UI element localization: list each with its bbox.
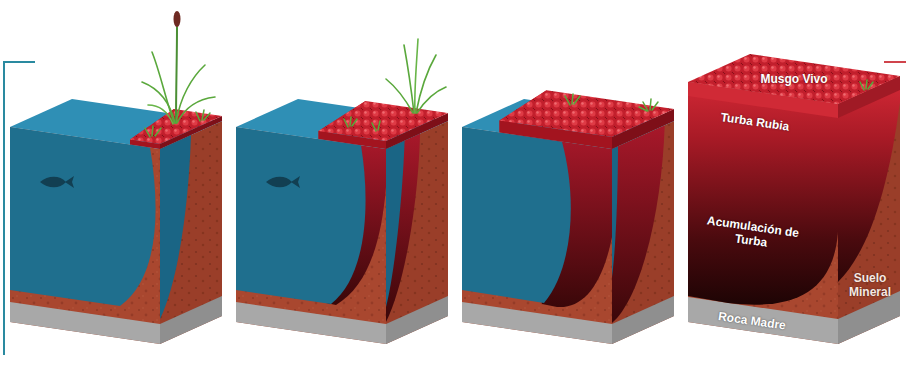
bedrock-side — [160, 296, 222, 344]
fish-symbol — [266, 176, 300, 188]
layer-label: Musgo Vivo — [760, 72, 827, 86]
plant-symbol — [860, 80, 873, 90]
plant-symbol — [565, 94, 658, 111]
water-surface — [236, 99, 448, 149]
water-front — [10, 127, 156, 306]
soil-side — [160, 121, 222, 344]
frame-bracket — [884, 61, 906, 63]
plant-symbol — [344, 39, 446, 131]
soil-side — [612, 121, 674, 344]
soil-front — [236, 127, 386, 344]
stage-block — [688, 54, 900, 344]
peat-front — [688, 82, 838, 305]
stage-block — [462, 90, 674, 344]
moss-top — [500, 90, 675, 137]
peat-side — [838, 76, 900, 282]
bedrock-front — [10, 302, 160, 344]
soil-front — [10, 127, 160, 344]
water-front — [462, 127, 571, 303]
bedrock-side — [386, 296, 448, 344]
layer-label: Acumulación de Turba — [698, 212, 806, 255]
layer-label: Turba Rubia — [720, 110, 790, 134]
soil-front — [688, 82, 838, 344]
soil-side — [386, 121, 448, 344]
water-front — [236, 127, 366, 304]
water-side — [386, 141, 405, 307]
moss-top — [319, 101, 449, 141]
layer-label: Roca Madre — [717, 309, 786, 333]
fish-symbol — [40, 176, 74, 188]
stage-block — [10, 11, 222, 344]
bedrock-front — [462, 302, 612, 344]
bedrock-front — [236, 302, 386, 344]
moss-top — [688, 54, 900, 104]
stage-block — [236, 39, 448, 344]
plant-symbol — [142, 11, 215, 137]
water-side — [160, 135, 191, 319]
peat-side — [612, 125, 665, 323]
soil-front — [462, 127, 612, 344]
soil-side — [838, 76, 900, 344]
water-side — [612, 146, 618, 277]
peat-side — [386, 134, 420, 322]
layer-label: Suelo Mineral — [839, 271, 901, 300]
